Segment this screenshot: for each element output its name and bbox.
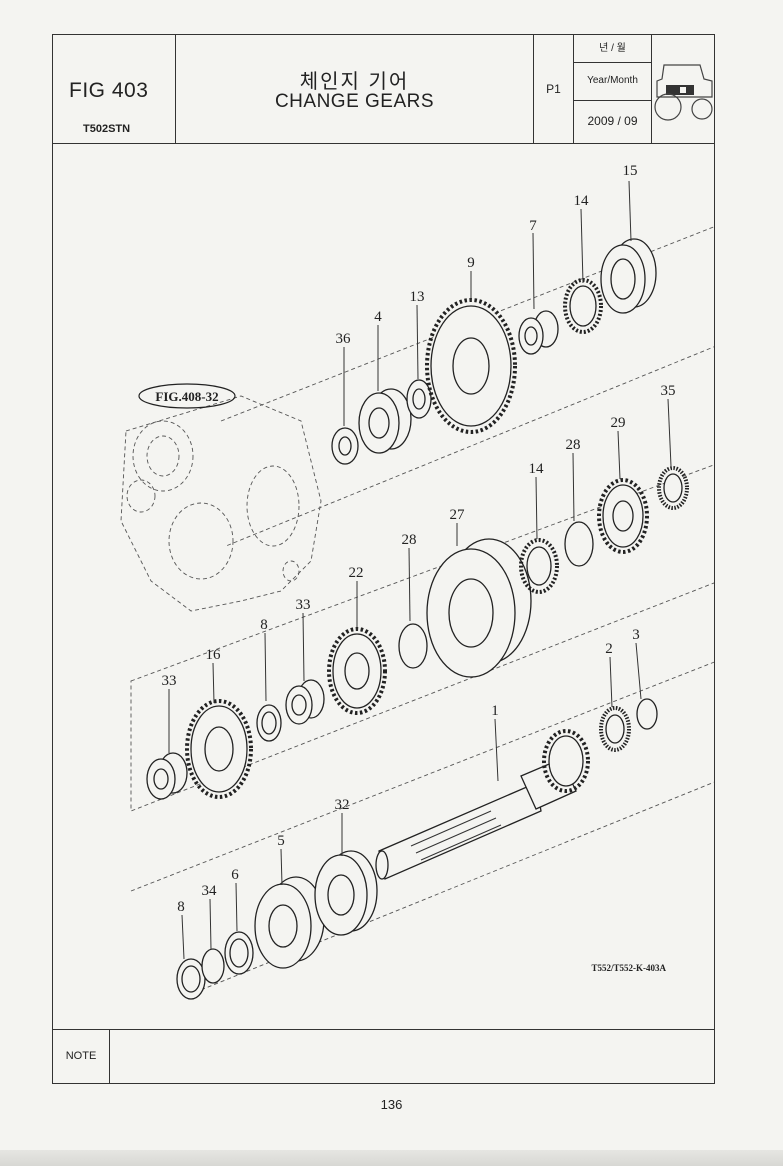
part-2-needle-bearing [599,706,631,752]
leader-lines [168,180,672,960]
part-9-gear [425,298,517,434]
callout-15: 15 [623,163,638,179]
drawing-code: T552/T552-K-403A [591,963,666,973]
model-code: T502STN [83,123,131,135]
part-16-gear [185,699,253,799]
fig-ref-text: FIG.408-32 [155,389,218,404]
callout-8-lower: 8 [177,899,185,915]
part-3-snap-ring [636,698,658,730]
callout-16: 16 [206,647,222,663]
part-33-collar-right [285,679,325,725]
callout-9: 9 [467,255,475,271]
part-7-bushing [518,310,559,355]
callout-4: 4 [374,309,382,325]
callout-22: 22 [349,565,364,581]
tractor-icon-cell [652,35,714,143]
page-number: 136 [380,1097,403,1112]
part-32-bearing [314,850,378,936]
scan-edge [0,1150,783,1166]
transmission-housing [120,395,322,612]
callout-6: 6 [231,867,239,883]
page-ref: P1 [546,82,561,96]
callout-28-lower: 28 [402,532,417,548]
part-33-collar-left [146,752,188,800]
page-ref-cell: P1 [534,35,574,143]
title-english: CHANGE GEARS [274,91,435,112]
callout-5: 5 [277,833,285,849]
part-15-sleeve [600,238,657,314]
title-cell: 체인지 기어 CHANGE GEARS [176,35,534,143]
callout-14-upper: 14 [574,193,590,209]
part-8-washer-lower [176,958,206,1000]
part-14-needle-bearing-middle [519,538,559,594]
diagram-svg: FIG.408-32 [120,163,720,1000]
part-35-needle-bearing [657,466,689,510]
part-14-needle-bearing [563,278,603,334]
callout-13: 13 [410,289,425,305]
callout-29: 29 [611,415,626,431]
callout-14-middle: 14 [529,461,545,477]
part-6-washer [224,931,254,975]
year-month-korean: 년 / 월 [574,35,651,63]
callout-34: 34 [202,883,218,899]
callout-33-left: 33 [162,673,177,689]
note-label: NOTE [53,1030,110,1083]
part-8-washer-middle [256,704,282,742]
part-22-gear [327,627,387,715]
exploded-parts-diagram: FIG.408-32 [53,143,720,1029]
date-cell: 년 / 월 Year/Month 2009 / 09 [574,35,652,143]
part-4-bearing [358,388,412,454]
issue-date: 2009 / 09 [587,114,638,128]
year-month-label: Year/Month [574,62,651,101]
callout-2: 2 [605,641,613,657]
callout-1: 1 [491,703,499,719]
part-1-shaft [375,729,590,880]
callout-36: 36 [336,331,352,347]
fig-ref-bubble: FIG.408-32 [138,383,236,409]
title-block: FIG 403 T502STN 체인지 기어 CHANGE GEARS P1 년… [53,35,714,144]
callout-35: 35 [661,383,676,399]
part-27-drum [426,538,532,678]
part-5-bearing [254,876,325,969]
callout-32: 32 [335,797,350,813]
callout-28-upper: 28 [566,437,581,453]
page-frame: FIG 403 T502STN 체인지 기어 CHANGE GEARS P1 년… [52,34,720,1084]
callout-8-middle: 8 [260,617,268,633]
callout-33-right: 33 [296,597,311,613]
tractor-icon [654,64,713,121]
figure-number: FIG 403 [69,79,149,102]
part-28-snap-ring-left [398,623,428,669]
part-34-snap-ring [201,948,225,984]
callout-27: 27 [450,507,466,523]
part-28-snap-ring-right [564,521,594,567]
callout-7: 7 [529,218,537,234]
callout-3: 3 [632,627,640,643]
title-korean: 체인지 기어 [299,71,410,93]
part-29-gear [597,478,649,554]
note-row: NOTE [53,1029,714,1083]
part-36-nut [331,427,359,465]
part-13-washer [406,379,432,419]
figure-cell: FIG 403 T502STN [53,35,176,143]
